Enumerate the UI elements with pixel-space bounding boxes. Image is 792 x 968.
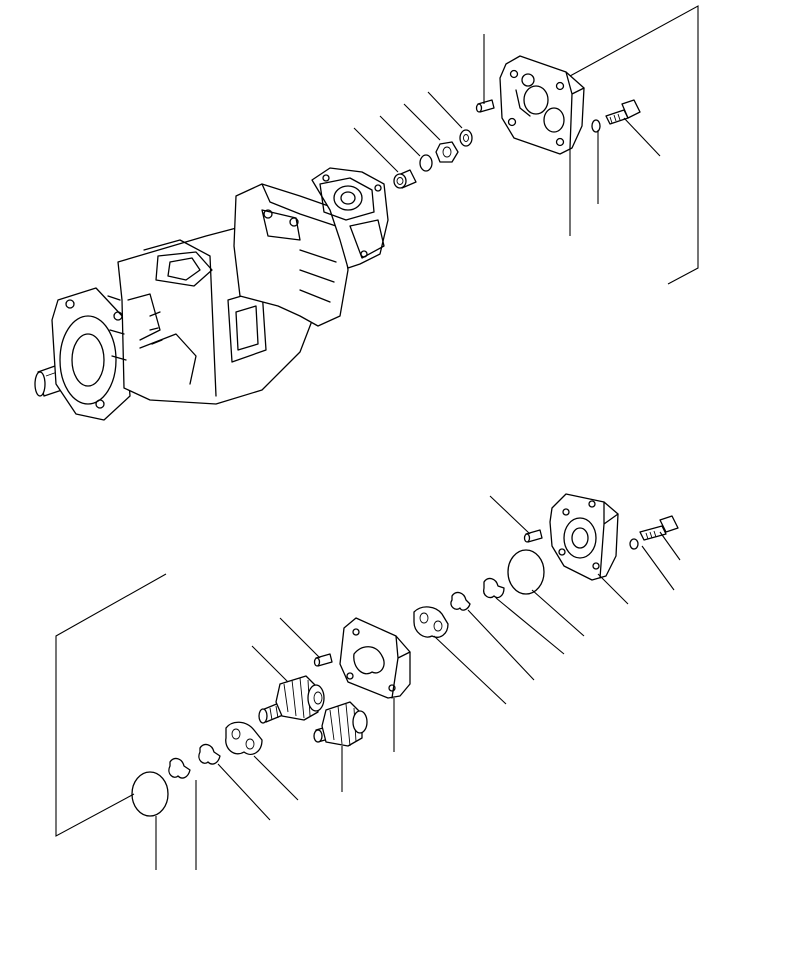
gear-housing — [339, 617, 411, 699]
spring-washer-part — [591, 119, 601, 133]
rear-cover — [549, 493, 619, 581]
bolt-part — [605, 99, 641, 125]
dowel-pin-part — [475, 99, 495, 113]
washer-part — [459, 129, 473, 147]
front-wear-plate — [225, 721, 263, 755]
o-ring-part — [419, 154, 433, 172]
bottom-bolt-part — [639, 515, 679, 541]
top-leader-lines — [353, 5, 699, 285]
wear-plate — [413, 606, 449, 638]
middle-body — [233, 183, 349, 327]
seal-clip-a — [483, 577, 505, 599]
front-seal-clip-a — [198, 743, 221, 765]
nut-part — [435, 141, 459, 163]
top-exploded-parts — [393, 55, 641, 189]
bottom-dowel-pin-part — [523, 529, 543, 543]
bushing-part — [393, 169, 417, 189]
bottom-washer-part — [629, 538, 639, 550]
drive-gear — [258, 675, 325, 724]
gear-pin-part — [313, 653, 333, 667]
front-flange — [51, 287, 131, 421]
front-seal-clip-b — [168, 757, 191, 779]
bottom-exploded-parts — [131, 493, 679, 817]
gasket-disc — [507, 549, 545, 595]
bottom-leader-lines — [55, 495, 681, 870]
front-gasket-disc — [131, 771, 169, 817]
seal-clip-b — [450, 591, 471, 611]
driven-gear — [313, 701, 368, 747]
main-pump-assembly — [34, 167, 389, 421]
cover-plate — [499, 55, 585, 155]
rear-gear-pump — [311, 167, 389, 269]
